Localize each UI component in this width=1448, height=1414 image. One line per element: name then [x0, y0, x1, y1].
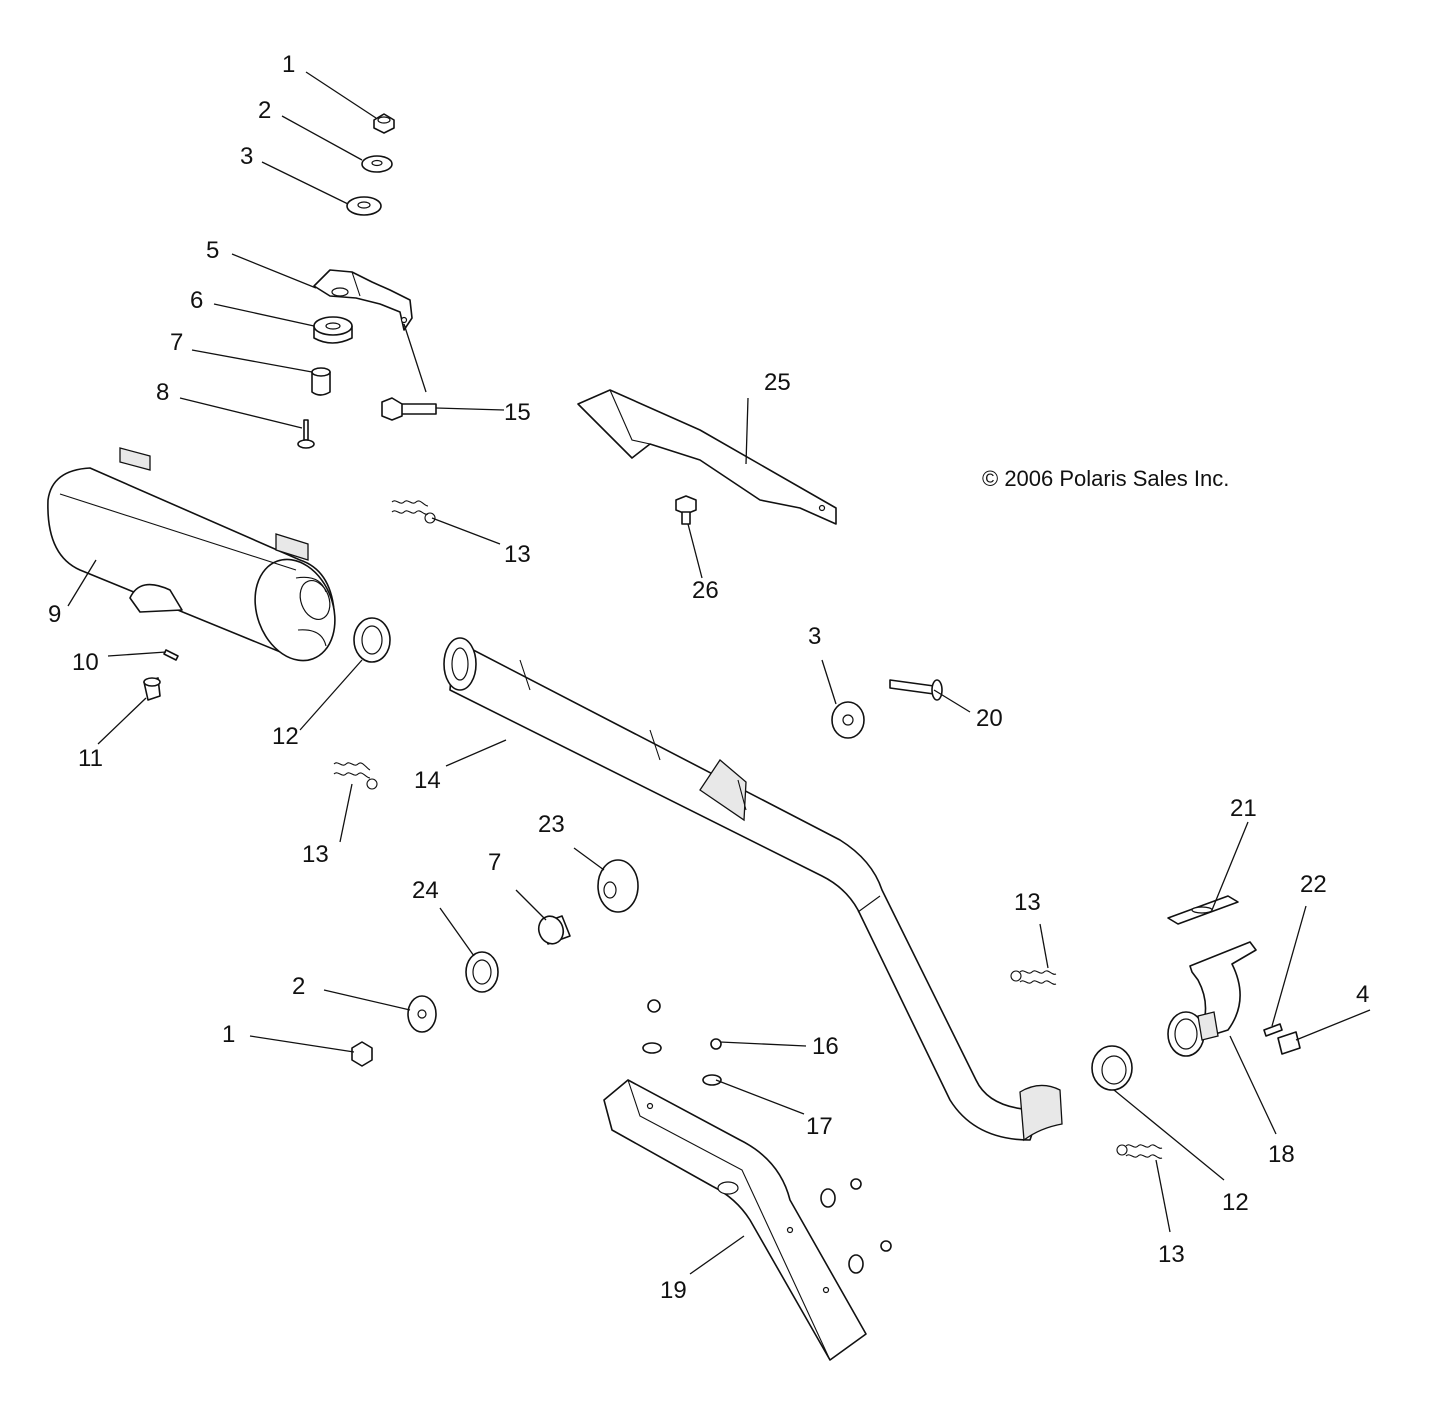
copyright-notice: © 2006 Polaris Sales Inc. — [982, 466, 1229, 491]
part-lower-shield — [603, 1079, 867, 1361]
part-bolt-small — [297, 419, 315, 449]
callout-11: 11 — [78, 745, 103, 772]
callout-3-top: 3 — [240, 143, 253, 170]
part-nut-right — [1277, 1031, 1301, 1055]
part-washer-top — [361, 155, 393, 173]
callout-7-top: 7 — [170, 329, 183, 356]
part-muffler — [47, 447, 336, 662]
part-exhaust-elbow — [1167, 941, 1257, 1057]
callout-1-top: 1 — [282, 51, 295, 78]
part-screw — [143, 677, 161, 701]
callout-13-upper: 13 — [504, 541, 531, 568]
part-heat-shield — [577, 389, 837, 525]
part-spring-right-lower — [1116, 1144, 1163, 1159]
callout-21: 21 — [1230, 795, 1257, 822]
callout-23: 23 — [538, 811, 565, 838]
callout-19: 19 — [660, 1277, 687, 1304]
part-mount-bracket — [313, 269, 413, 331]
callout-8: 8 — [156, 379, 169, 406]
part-spring-mid — [333, 762, 378, 790]
callout-22: 22 — [1300, 871, 1327, 898]
leader-lines — [67, 71, 1371, 1275]
part-washer-mid — [831, 701, 865, 739]
part-stud — [1263, 1023, 1283, 1037]
part-head-pipe — [443, 637, 1063, 1142]
part-small-hardware — [642, 999, 892, 1274]
callout-14: 14 — [414, 767, 441, 794]
part-bolt-shield — [675, 495, 697, 525]
part-pin — [163, 649, 179, 661]
callout-16: 16 — [812, 1033, 839, 1060]
part-bolt-long — [889, 679, 943, 701]
part-washer-large-top — [346, 196, 382, 216]
callout-18: 18 — [1268, 1141, 1295, 1168]
callout-13-right: 13 — [1014, 889, 1041, 916]
callout-12-lower: 12 — [1222, 1189, 1249, 1216]
callout-13-lower: 13 — [1158, 1241, 1185, 1268]
part-ring — [465, 951, 499, 993]
part-spring-right-upper — [1010, 970, 1057, 985]
callout-5: 5 — [206, 237, 219, 264]
part-nut-lower — [351, 1041, 373, 1067]
callout-10: 10 — [72, 649, 99, 676]
callout-4: 4 — [1356, 981, 1369, 1008]
part-washer-lower — [407, 995, 437, 1033]
callout-24: 24 — [412, 877, 439, 904]
callout-2-top: 2 — [258, 97, 271, 124]
part-gasket-upper — [353, 617, 391, 663]
callout-12-upper: 12 — [272, 723, 299, 750]
part-grommet-lower — [597, 859, 639, 913]
callout-2-lower: 2 — [292, 973, 305, 1000]
callout-25: 25 — [764, 369, 791, 396]
callout-7-lower: 7 — [488, 849, 501, 876]
part-grommet — [313, 316, 353, 344]
callout-26: 26 — [692, 577, 719, 604]
part-gasket-lower — [1091, 1045, 1133, 1091]
part-nut-top — [373, 113, 395, 134]
part-bolt-flange — [381, 397, 437, 421]
part-sleeve-lower — [537, 915, 571, 945]
part-sleeve-top — [311, 367, 331, 396]
callout-6: 6 — [190, 287, 203, 314]
callout-13-mid: 13 — [302, 841, 329, 868]
part-flange-gasket — [1167, 895, 1239, 925]
callout-17: 17 — [806, 1113, 833, 1140]
callout-20: 20 — [976, 705, 1003, 732]
part-spring-upper — [391, 500, 436, 524]
callout-3-mid: 3 — [808, 623, 821, 650]
callout-9: 9 — [48, 601, 61, 628]
callout-1-lower: 1 — [222, 1021, 235, 1048]
callout-15: 15 — [504, 399, 531, 426]
